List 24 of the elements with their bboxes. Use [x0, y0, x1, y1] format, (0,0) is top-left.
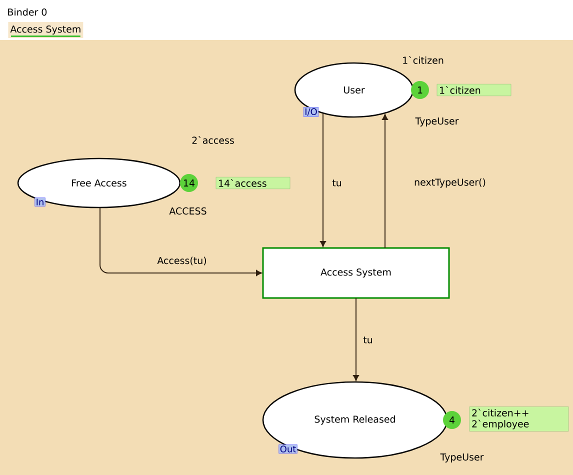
- place-inscription: 1`citizen: [403, 56, 444, 64]
- arc-inscription: nextTypeUser(): [413, 177, 487, 189]
- marking-box: 1`citizen: [436, 84, 512, 96]
- place-inscription: TypeUser: [415, 118, 459, 126]
- port-tag: In: [34, 198, 46, 206]
- arc-arrow: [100, 207, 262, 276]
- transition-box: Access System: [262, 247, 450, 299]
- arc-arrow: [353, 298, 359, 381]
- arc-arrow: [320, 112, 326, 247]
- binder-title: Binder 0: [8, 8, 47, 16]
- arc-inscription: Access(tu): [156, 256, 208, 266]
- token-count: 4: [443, 411, 461, 429]
- place-inscription: ACCESS: [169, 207, 206, 215]
- page-tab: Access System: [8, 22, 84, 38]
- port-tag: Out: [278, 444, 298, 454]
- arc-inscription: tu: [331, 178, 343, 188]
- token-count: 1: [411, 81, 429, 99]
- token-count: 14: [180, 174, 198, 192]
- port-tag: I/O: [303, 107, 319, 117]
- marking-box: 2`citizen++ 2`employee: [469, 406, 569, 432]
- arc-inscription: tu: [362, 336, 374, 344]
- place-inscription: 2`access: [192, 136, 234, 144]
- arc-arrow: [382, 114, 388, 248]
- marking-box: 14`access: [216, 176, 290, 190]
